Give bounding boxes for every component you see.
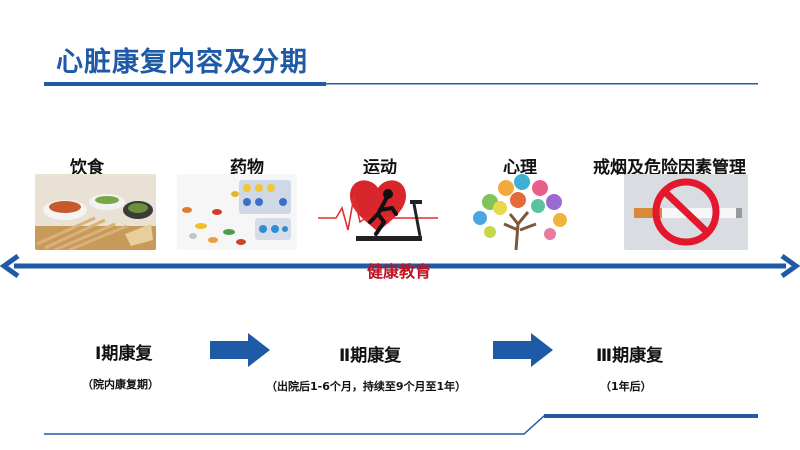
no-smoking-icon [624, 174, 748, 250]
category-label-exercise: 运动 [363, 158, 397, 178]
category-label-psychology: 心理 [503, 158, 537, 178]
category-label-medication: 药物 [230, 158, 264, 178]
phase-1-label: Ⅰ期康复 [95, 344, 153, 364]
title-underline [44, 82, 758, 86]
category-label-smoking-risk: 戒烟及危险因素管理 [593, 158, 746, 178]
right-arrow-icon [210, 333, 270, 367]
phase-2-note: （出院后1-6个月，持续至9个月至1年） [266, 380, 467, 393]
food-photo [35, 174, 156, 250]
phase-3-label: Ⅲ期康复 [596, 346, 664, 366]
treadmill-heart-icon [318, 174, 438, 250]
pills-photo [177, 174, 297, 250]
health-education-label: 健康教育 [367, 262, 432, 281]
page-title: 心脏康复内容及分期 [56, 47, 308, 78]
phase-1-note: （院内康复期） [82, 378, 159, 391]
phase-3-note: （1年后） [600, 380, 652, 393]
right-arrow-icon [493, 333, 553, 367]
phase-2-label: Ⅱ期康复 [339, 346, 402, 366]
bottom-rule [44, 414, 758, 435]
double-arrow-icon [0, 254, 800, 278]
mind-tree-icon [460, 174, 580, 250]
category-label-diet: 饮食 [70, 158, 104, 178]
